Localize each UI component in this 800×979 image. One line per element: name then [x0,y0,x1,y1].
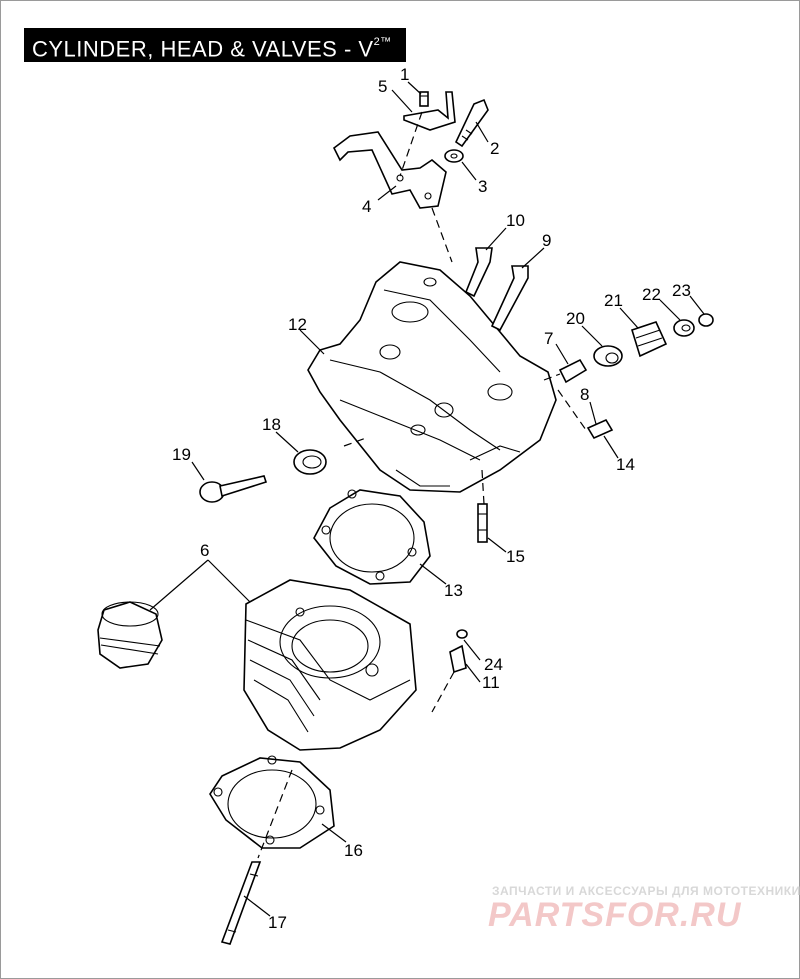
callout-9: 9 [542,231,551,250]
callout-8: 8 [580,385,589,404]
callout-21: 21 [604,291,623,310]
part-dowel-15 [477,503,488,543]
part-valve-seal-18 [293,449,327,475]
callout-10: 10 [506,211,525,230]
callout-5: 5 [378,77,387,96]
callout-13: 13 [444,581,463,600]
part-guide-7 [558,358,588,384]
callout-3: 3 [478,177,487,196]
part-base-gasket-16 [209,755,335,849]
callout-19: 19 [172,445,191,464]
watermark-logo: PARTSFOR.RU [488,896,742,934]
callout-16: 16 [344,841,363,860]
callout-15: 15 [506,547,525,566]
part-dowel-11 [449,644,467,674]
part-collar-22 [673,319,695,337]
part-piston-6 [97,601,163,669]
part-keeper-23 [698,313,714,327]
part-stud-17 [220,861,262,945]
part-oring-24 [456,629,468,639]
callout-2: 2 [490,139,499,158]
part-cylinder-head-12 [307,261,557,493]
callout-7: 7 [544,329,553,348]
callout-12: 12 [288,315,307,334]
page-title: CYLINDER, HEAD & VALVES - V2™ [24,28,406,62]
callout-6: 6 [200,541,209,560]
part-bracket-4 [332,131,447,209]
callout-11: 11 [482,673,500,692]
part-seal-20 [593,345,623,367]
callout-14: 14 [616,455,635,474]
part-head-gasket-13 [313,489,431,585]
part-guide-8 [586,418,614,440]
part-spring-21 [631,321,668,358]
title-superscript: 2™ [373,36,392,48]
part-pushrod-9 [490,265,529,332]
callout-1: 1 [400,65,409,84]
part-bolt-2 [454,98,489,148]
part-screw-1 [419,91,429,107]
part-bracket-5 [403,91,456,131]
callout-20: 20 [566,309,585,328]
part-cylinder [243,579,417,751]
callout-18: 18 [262,415,281,434]
callout-17: 17 [268,913,287,932]
part-stud-10 [464,247,493,298]
callout-23: 23 [672,281,691,300]
callout-22: 22 [642,285,661,304]
title-text: CYLINDER, HEAD & VALVES - V [32,36,374,62]
part-valve-19 [199,475,268,503]
callout-4: 4 [362,197,371,216]
part-washer-3 [444,149,464,163]
watermark-tagline: ЗАПЧАСТИ И АКСЕССУАРЫ ДЛЯ МОТОТЕХНИКИ [492,884,800,898]
callout-24: 24 [484,655,503,674]
